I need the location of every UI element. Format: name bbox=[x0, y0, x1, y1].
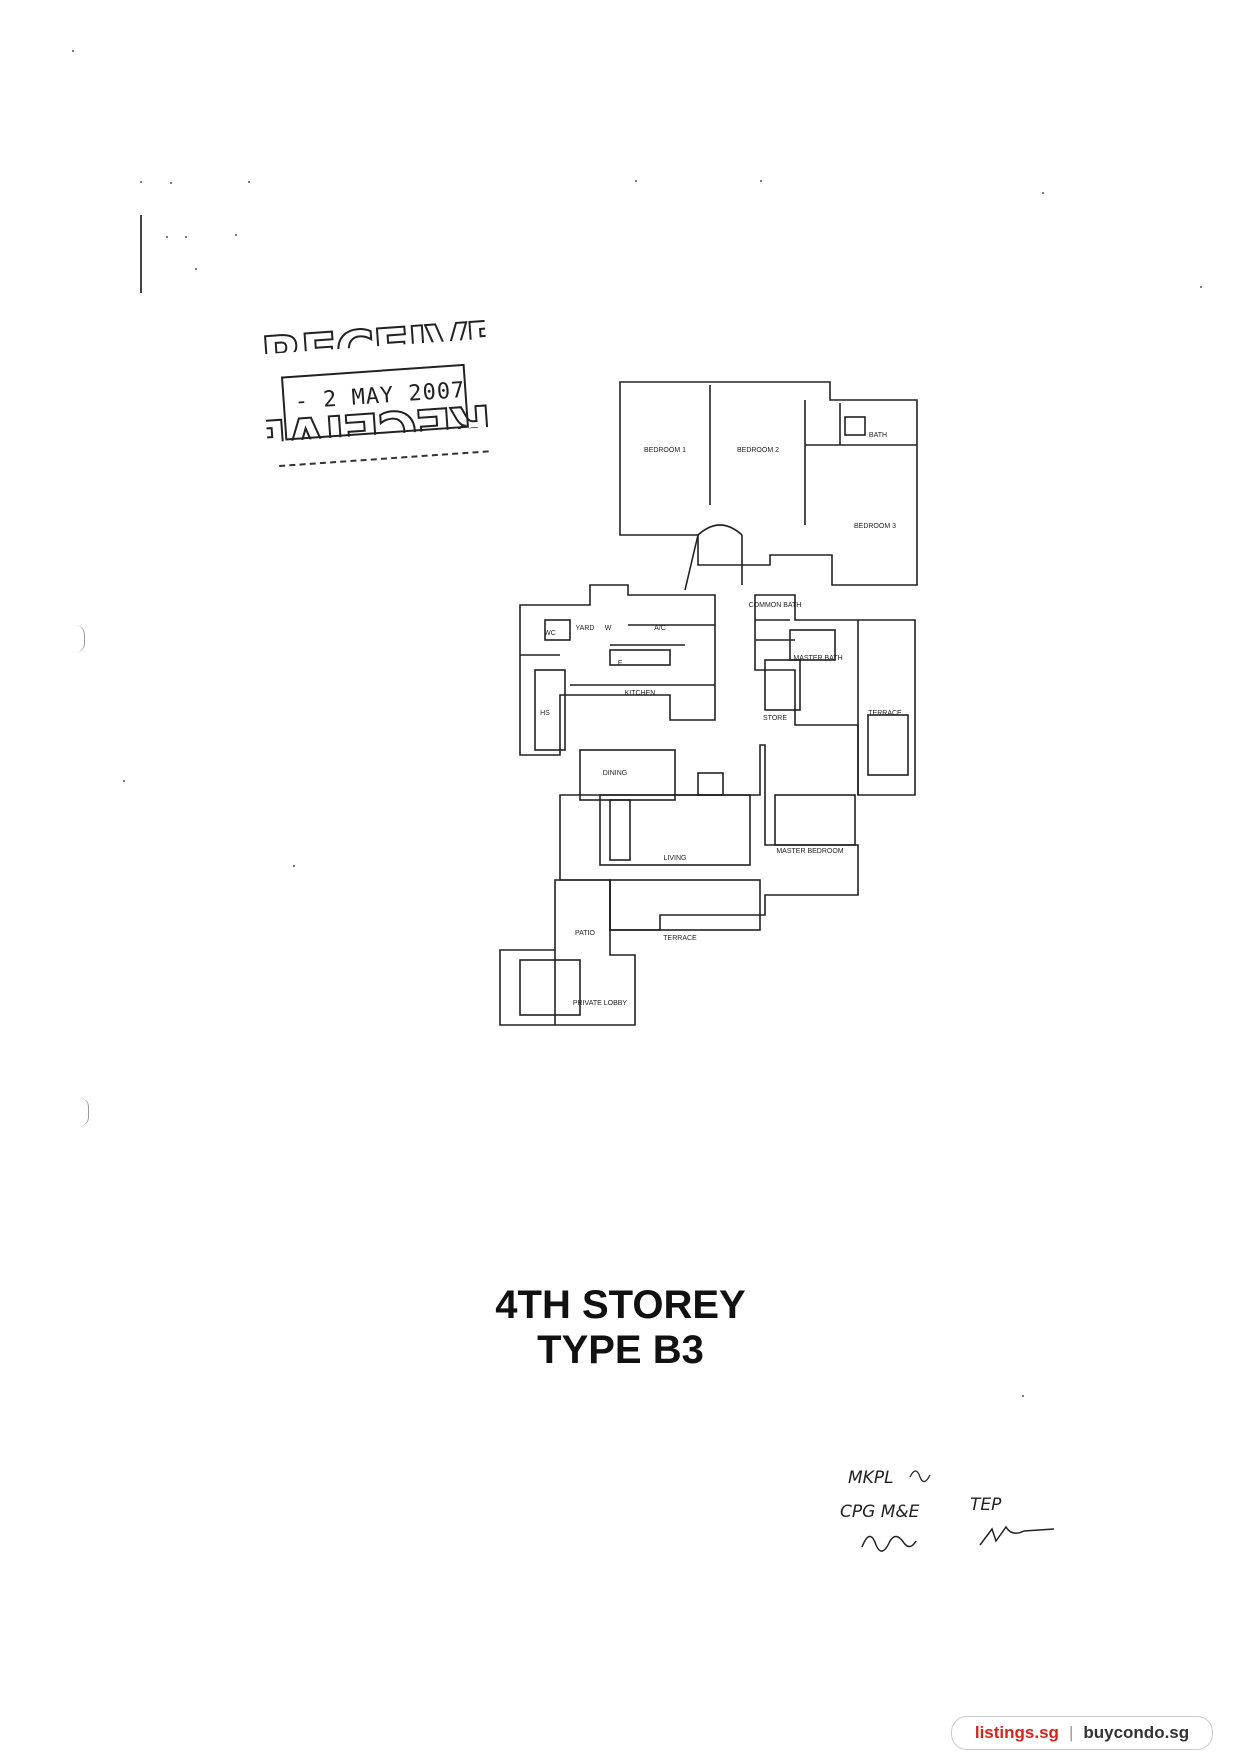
scan-speck bbox=[123, 780, 125, 782]
label-bedroom-1: BEDROOM 1 bbox=[644, 447, 686, 454]
label-private-lobby: PRIVATE LOBBY bbox=[573, 1000, 628, 1007]
footer-listings-text: listings.sg bbox=[974, 1723, 1059, 1742]
signature-scribble bbox=[909, 1470, 931, 1483]
scan-speck bbox=[195, 268, 197, 270]
label-bath: BATH bbox=[869, 432, 887, 439]
footer-separator: | bbox=[1068, 1723, 1074, 1742]
label-living: LIVING bbox=[664, 855, 687, 862]
scan-speck bbox=[635, 180, 637, 182]
scan-speck bbox=[1042, 192, 1044, 194]
footer-buycondo-text: buycondo.sg bbox=[1083, 1723, 1190, 1742]
label-kitchen: KITCHEN bbox=[625, 690, 656, 697]
label-store: STORE bbox=[763, 715, 787, 722]
scan-speck bbox=[72, 50, 74, 52]
scan-speck bbox=[1200, 286, 1202, 288]
scan-bracket-mark bbox=[80, 1098, 89, 1126]
label-f: F bbox=[618, 660, 622, 667]
label-master-bath: MASTER BATH bbox=[793, 655, 842, 662]
plan-title-storey: 4TH STOREY bbox=[495, 1283, 746, 1327]
label-bedroom-3: BEDROOM 3 bbox=[854, 523, 896, 530]
label-dining: DINING bbox=[603, 770, 628, 777]
scan-speck bbox=[760, 180, 762, 182]
label-common-bath: COMMON BATH bbox=[749, 602, 802, 609]
scan-speck bbox=[1022, 1395, 1024, 1397]
label-wc: WC bbox=[544, 630, 556, 637]
label-patio: PATIO bbox=[575, 930, 596, 937]
scan-edge-line bbox=[140, 215, 142, 293]
footer-watermark-badge: listings.sg | buycondo.sg bbox=[951, 1716, 1213, 1750]
label-master-bedroom: MASTER BEDROOM bbox=[776, 848, 843, 855]
plan-title-type: TYPE B3 bbox=[537, 1328, 704, 1372]
stamp-dashed-rule bbox=[279, 450, 489, 468]
scan-bracket-mark bbox=[74, 625, 85, 653]
signature-scribble bbox=[979, 1525, 1055, 1546]
label-w: W bbox=[605, 625, 612, 632]
label-hs: HS bbox=[540, 710, 550, 717]
handwritten-signatures: MKPL CPG M&E TEP bbox=[840, 1468, 1055, 1552]
scan-speck bbox=[170, 182, 172, 184]
scan-speck bbox=[166, 236, 168, 238]
scan-speck bbox=[293, 865, 295, 867]
label-yard: YARD bbox=[576, 625, 595, 632]
scan-speck bbox=[248, 181, 250, 183]
signature-cpg-me: CPG M&E bbox=[840, 1502, 920, 1522]
scan-speck bbox=[235, 234, 237, 236]
label-ac: A/C bbox=[654, 625, 666, 632]
signature-scribble bbox=[861, 1535, 917, 1552]
floor-plan: BEDROOM 1 BEDROOM 2 BATH BEDROOM 3 COMMO… bbox=[499, 381, 918, 1026]
label-bedroom-2: BEDROOM 2 bbox=[737, 447, 779, 454]
scan-speck bbox=[140, 181, 142, 183]
label-terrace-right: TERRACE bbox=[868, 710, 902, 717]
signature-mkpl: MKPL bbox=[848, 1468, 894, 1488]
signature-tep: TEP bbox=[970, 1495, 1002, 1515]
label-terrace-bottom: TERRACE bbox=[663, 935, 697, 942]
scan-speck bbox=[185, 236, 187, 238]
